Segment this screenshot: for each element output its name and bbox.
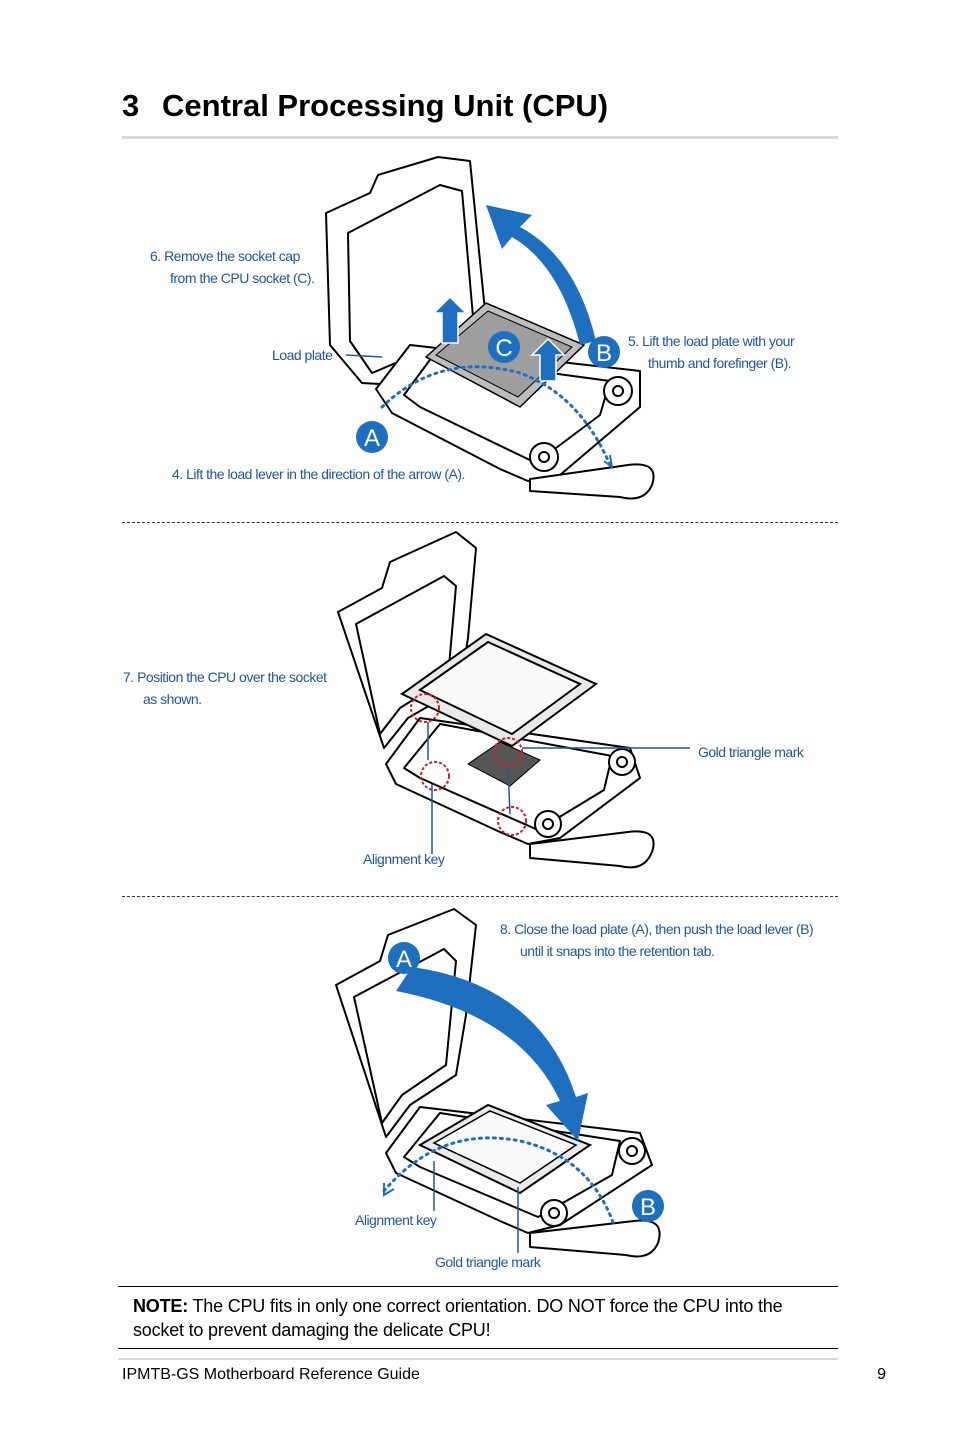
marker-b: B <box>640 1194 656 1221</box>
alignment-key-label: Alignment key <box>363 851 445 867</box>
lever-path-arrowhead-icon <box>383 1183 395 1197</box>
caption-step8-line2: until it snaps into the retention tab. <box>520 943 715 959</box>
lift-arrow-icon <box>530 337 566 382</box>
alignment-key-label: Alignment key <box>355 1212 437 1228</box>
marker-a: A <box>364 425 380 452</box>
illustration-step3: A B <box>335 908 664 1258</box>
cpu-seated-top <box>432 1110 578 1184</box>
marker-b-circle <box>632 1190 664 1222</box>
alignment-circle <box>497 806 527 836</box>
note-text: The CPU fits in only one correct orienta… <box>133 1296 783 1340</box>
alignment-circle <box>410 693 440 723</box>
alignment-circle <box>420 761 450 791</box>
caption-step6: 6. Remove the socket cap from the CPU so… <box>150 245 315 289</box>
gold-triangle-label: Gold triangle mark <box>698 744 804 760</box>
marker-c: C <box>495 335 512 362</box>
note-top-rule <box>118 1286 838 1287</box>
note-label: NOTE: <box>133 1296 188 1316</box>
caption-step8-line1: 8. Close the load plate (A), then push t… <box>500 921 814 937</box>
caption-step7-line1: 7. Position the CPU over the socket <box>123 669 327 685</box>
marker-a-circle <box>356 421 388 453</box>
marker-c-circle <box>488 331 520 363</box>
title-underline <box>122 136 838 139</box>
close-arrow-icon <box>396 967 588 1141</box>
section-heading: Central Processing Unit (CPU) <box>162 88 609 123</box>
load-lever <box>529 463 655 500</box>
lever-path-arrowhead-icon <box>603 454 614 470</box>
marker-a-circle <box>388 942 420 974</box>
load-lever <box>529 830 655 869</box>
socket-screw-right-center <box>616 756 628 768</box>
alignment-key-leader-cpu-2 <box>507 767 511 815</box>
gold-triangle-circle <box>493 737 523 767</box>
socket-screw-right-center <box>612 385 624 397</box>
section-divider <box>122 896 838 897</box>
caption-step7-line2: as shown. <box>143 691 202 707</box>
caption-step4: 4. Lift the load lever in the direction … <box>172 466 465 482</box>
lever-path-dotted <box>380 365 612 467</box>
section-number: 3 <box>122 88 140 123</box>
gold-triangle-label: Gold triangle mark <box>435 1254 541 1270</box>
note: NOTE: The CPU fits in only one correct o… <box>133 1294 833 1342</box>
section-title: 3 Central Processing Unit (CPU) <box>122 88 608 124</box>
marker-a: A <box>396 946 412 973</box>
footer-rule <box>118 1358 838 1360</box>
socket-screw-bottom-center <box>542 818 554 830</box>
note-bottom-rule <box>118 1348 838 1349</box>
footer-guide-title: IPMTB-GS Motherboard Reference Guide <box>122 1366 420 1383</box>
caption-step5-line1: 5. Lift the load plate with your <box>628 333 795 349</box>
section-divider <box>122 522 838 523</box>
cpu-heatspreader <box>418 640 582 736</box>
caption-step5: 5. Lift the load plate with your thumb a… <box>628 330 795 374</box>
illustration-step1: A B C <box>325 156 655 500</box>
footer-page-number: 9 <box>877 1366 886 1383</box>
caption-step5-line2: thumb and forefinger (B). <box>648 355 792 371</box>
lever-path-dotted <box>382 1136 616 1227</box>
illustration-step2 <box>337 531 690 869</box>
caption-step6-line2: from the CPU socket (C). <box>170 270 315 286</box>
caption-step8: 8. Close the load plate (A), then push t… <box>500 918 814 962</box>
socket-screw-right-center <box>626 1145 638 1157</box>
socket-screw-bottom-center <box>538 451 550 463</box>
load-plate-leader <box>345 354 383 358</box>
caption-step6-line1: 6. Remove the socket cap <box>150 248 300 264</box>
marker-b-circle <box>588 336 620 368</box>
curved-arrow-icon <box>486 205 596 345</box>
socket-screw-bottom-center <box>548 1207 560 1219</box>
caption-step7: 7. Position the CPU over the socket as s… <box>123 666 327 710</box>
load-plate-label: Load plate <box>272 347 333 363</box>
lift-arrow-icon <box>432 295 468 344</box>
marker-b: B <box>596 340 612 367</box>
